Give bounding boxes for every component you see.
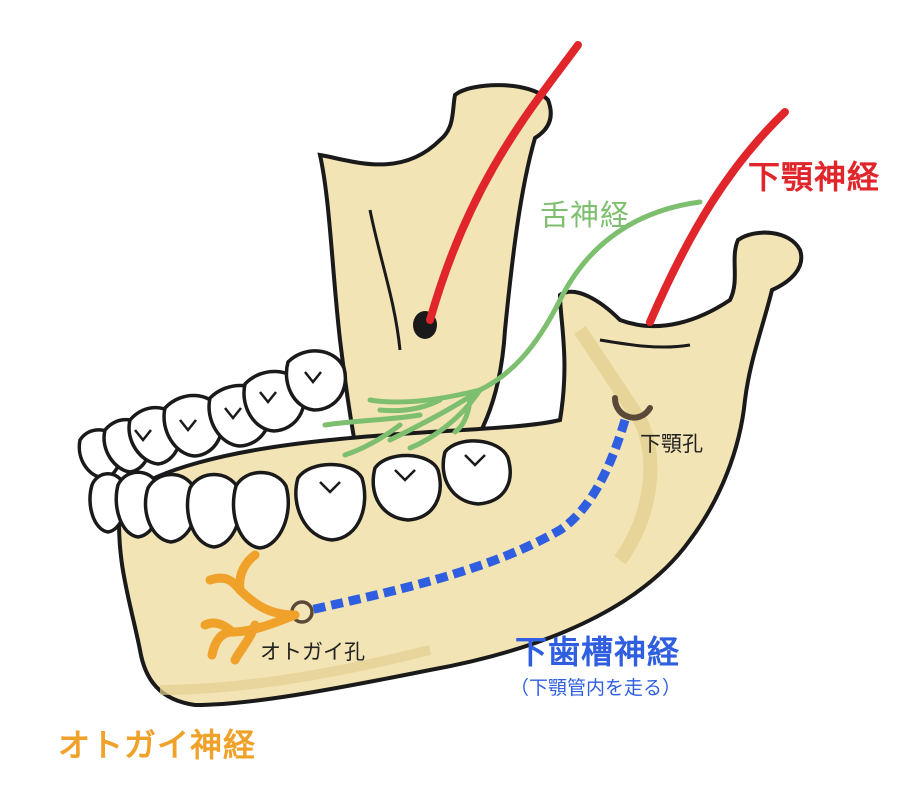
- far-ramus: [317, 83, 553, 473]
- inferior-alveolar-nerve-label: 下歯槽神経: [515, 633, 681, 671]
- inferior-alveolar-note: （下顎管内を走る）: [510, 677, 682, 699]
- mandibular-nerve-label: 下顎神経: [748, 158, 881, 196]
- mental-foramen-label: オトガイ孔: [260, 640, 365, 664]
- lingual-nerve-label: 舌神経: [540, 198, 631, 232]
- upper-tooth-row: [77, 349, 348, 480]
- mental-nerve-label: オトガイ神経: [58, 726, 257, 764]
- mandibular-foramen-mark: [612, 395, 653, 421]
- mandibular-nerve-line: [426, 41, 789, 326]
- mental-nerve-line: [200, 550, 300, 665]
- lower-tooth-row: [88, 439, 512, 550]
- lingual-nerve-line: [322, 199, 703, 458]
- inferior-alveolar-nerve-line: [309, 418, 630, 615]
- mandibular-foramen-label: 下顎孔: [640, 432, 703, 456]
